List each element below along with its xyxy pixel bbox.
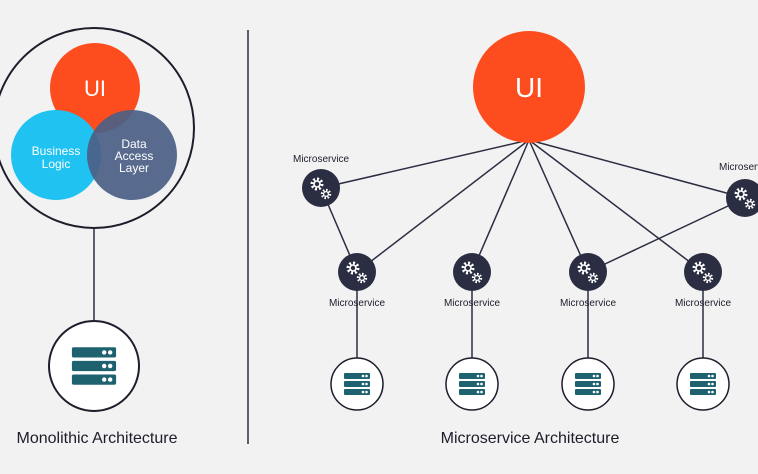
server-icon <box>459 373 485 395</box>
data-access-label-line2: Access <box>115 149 154 163</box>
ui-node-label: UI <box>515 72 543 103</box>
microservice-caption: Microservice Architecture <box>441 430 620 447</box>
business-logic-label-line1: Business <box>32 144 81 158</box>
monolith-caption: Monolithic Architecture <box>17 430 178 447</box>
monolith-ui-label: UI <box>84 76 106 101</box>
database-3 <box>561 357 615 411</box>
server-icon <box>71 347 117 385</box>
monolith-ui-circle <box>50 43 140 133</box>
database-4 <box>676 357 730 411</box>
business-logic-circle <box>11 110 101 200</box>
ui-node <box>473 31 585 143</box>
server-icon <box>575 373 601 395</box>
microservice-label-1: Microservice <box>293 154 350 165</box>
microservice-label-5: Microservice <box>675 298 732 309</box>
microservice-node-4 <box>569 253 607 291</box>
microservice-label-2: Microservice <box>329 298 386 309</box>
microservice-node-6 <box>726 179 758 217</box>
microservice-label-3: Microservice <box>444 298 501 309</box>
database-1 <box>330 357 384 411</box>
business-logic-label-line2: Logic <box>42 157 71 171</box>
microservice-node-1 <box>302 169 340 207</box>
data-access-label-line3: Layer <box>119 161 149 175</box>
microservice-label-4: Microservice <box>560 298 617 309</box>
server-icon <box>344 373 370 395</box>
data-access-circle <box>87 110 177 200</box>
microservice-node-3 <box>453 253 491 291</box>
microservice-node-5 <box>684 253 722 291</box>
database-2 <box>445 357 499 411</box>
edges <box>320 139 746 362</box>
microservice-label-6: Microservice <box>719 162 758 173</box>
microservice-node-2 <box>338 253 376 291</box>
monolith-database <box>48 320 140 412</box>
server-icon <box>690 373 716 395</box>
data-access-label-line1: Data <box>121 137 147 151</box>
